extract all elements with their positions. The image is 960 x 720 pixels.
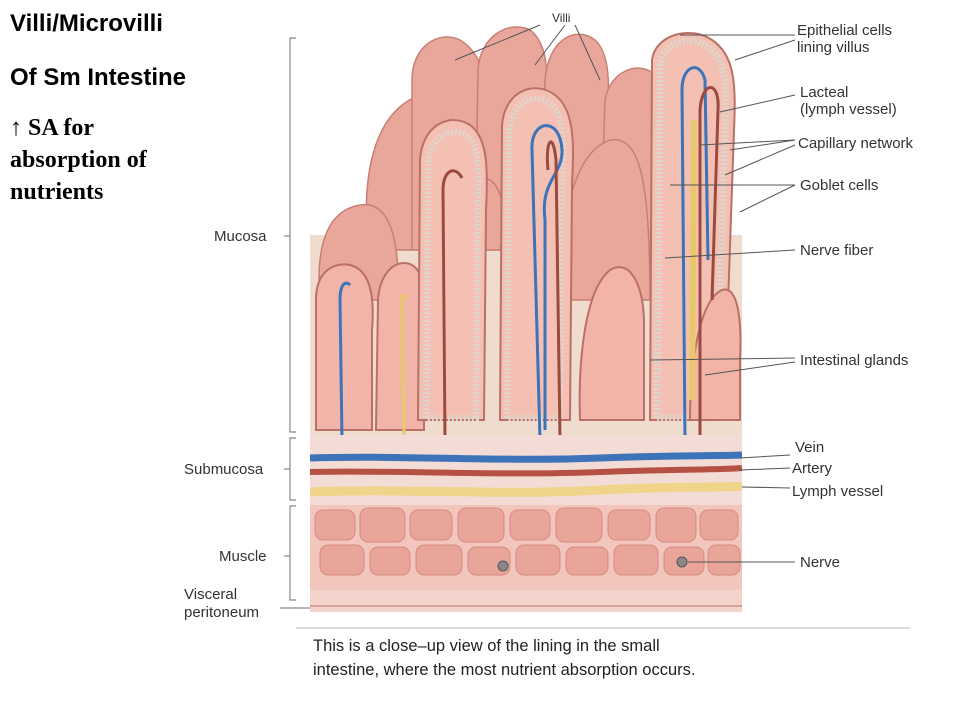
- label-villi: Villi: [552, 11, 570, 25]
- label-glands: Intestinal glands: [800, 352, 908, 369]
- label-nerve-fiber: Nerve fiber: [800, 242, 873, 259]
- muscle-cells: [314, 507, 741, 576]
- label-peritoneum: peritoneum: [184, 604, 259, 621]
- nerve-dot: [676, 556, 688, 568]
- label-lymph: Lymph vessel: [792, 483, 883, 500]
- bullet-line-1: ↑ SA for: [10, 115, 94, 141]
- label-mucosa: Mucosa: [214, 228, 267, 245]
- label-nerve: Nerve: [800, 554, 840, 571]
- slide-text-block: Villi/Microvilli Of Sm Intestine ↑ SA fo…: [10, 10, 210, 208]
- villus-vessels: [338, 66, 720, 441]
- label-epithelial-1: Epithelial cells: [797, 22, 892, 39]
- leader-lines: [454, 24, 796, 563]
- bullet-line-2: absorption of: [10, 147, 147, 173]
- lymph-line: [309, 481, 743, 497]
- label-epithelial-2: lining villus: [797, 39, 870, 56]
- label-capillary: Capillary network: [798, 135, 914, 152]
- vein-line: [309, 451, 743, 463]
- peritoneum-layer: [310, 590, 742, 612]
- label-artery: Artery: [792, 460, 833, 477]
- caption-line-1: This is a close–up view of the lining in…: [313, 637, 660, 655]
- layer-brackets: [280, 37, 310, 609]
- artery-line: [309, 465, 743, 477]
- slide-title-line-1: Villi/Microvilli: [10, 10, 163, 37]
- label-submucosa: Submucosa: [184, 461, 264, 478]
- slide-title-line-2: Of Sm Intestine: [10, 64, 187, 91]
- label-lacteal-2: (lymph vessel): [800, 101, 897, 118]
- caption-line-2: intestine, where the most nutrient absor…: [313, 661, 695, 679]
- label-vein: Vein: [795, 439, 824, 456]
- label-muscle: Muscle: [219, 548, 267, 565]
- label-goblet: Goblet cells: [800, 177, 878, 194]
- label-visceral: Visceral: [184, 586, 237, 603]
- label-lacteal-1: Lacteal: [800, 84, 848, 101]
- bullet-line-3: nutrients: [10, 179, 104, 205]
- nerve-dot: [497, 560, 509, 572]
